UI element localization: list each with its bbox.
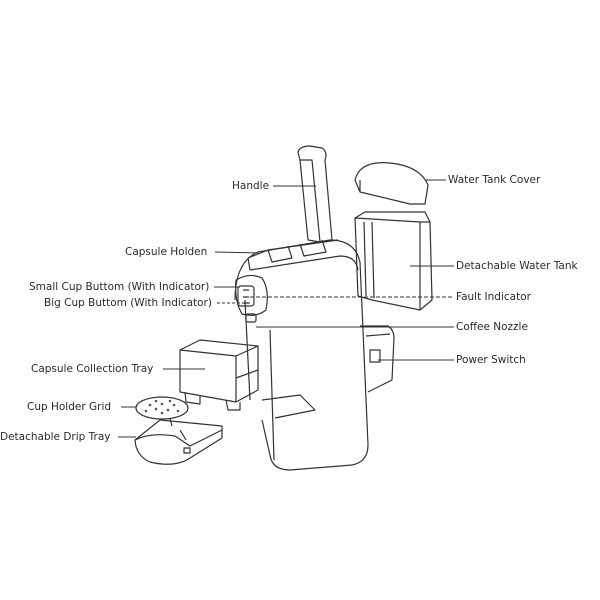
- water-tank-cover-part: [354, 162, 429, 205]
- label-power-switch: Power Switch: [456, 354, 526, 366]
- capsule-tray-part: [179, 339, 259, 411]
- machine-body-part: [234, 239, 395, 471]
- label-big-cup-button: Big Cup Buttom (With Indicator): [44, 297, 212, 309]
- label-fault-indicator: Fault Indicator: [456, 291, 531, 303]
- label-coffee-nozzle: Coffee Nozzle: [456, 321, 528, 333]
- leader-lines: [118, 179, 454, 438]
- cup-holder-grid-part: [135, 396, 189, 420]
- handle-part: [297, 145, 333, 243]
- label-handle: Handle: [232, 180, 270, 192]
- label-water-tank-cover: Water Tank Cover: [448, 174, 541, 186]
- label-small-cup-button: Small Cup Buttom (With Indicator): [29, 281, 210, 293]
- label-capsule-holden: Capsule Holden: [125, 246, 208, 258]
- label-detachable-drip-tray: Detachable Drip Tray: [0, 431, 111, 443]
- label-detachable-water-tank: Detachable Water Tank: [456, 260, 578, 272]
- label-cup-holder-grid: Cup Holder Grid: [27, 401, 112, 413]
- water-tank-part: [354, 211, 433, 311]
- drip-tray-part: [134, 417, 223, 465]
- label-capsule-collection-tray: Capsule Collection Tray: [31, 363, 154, 375]
